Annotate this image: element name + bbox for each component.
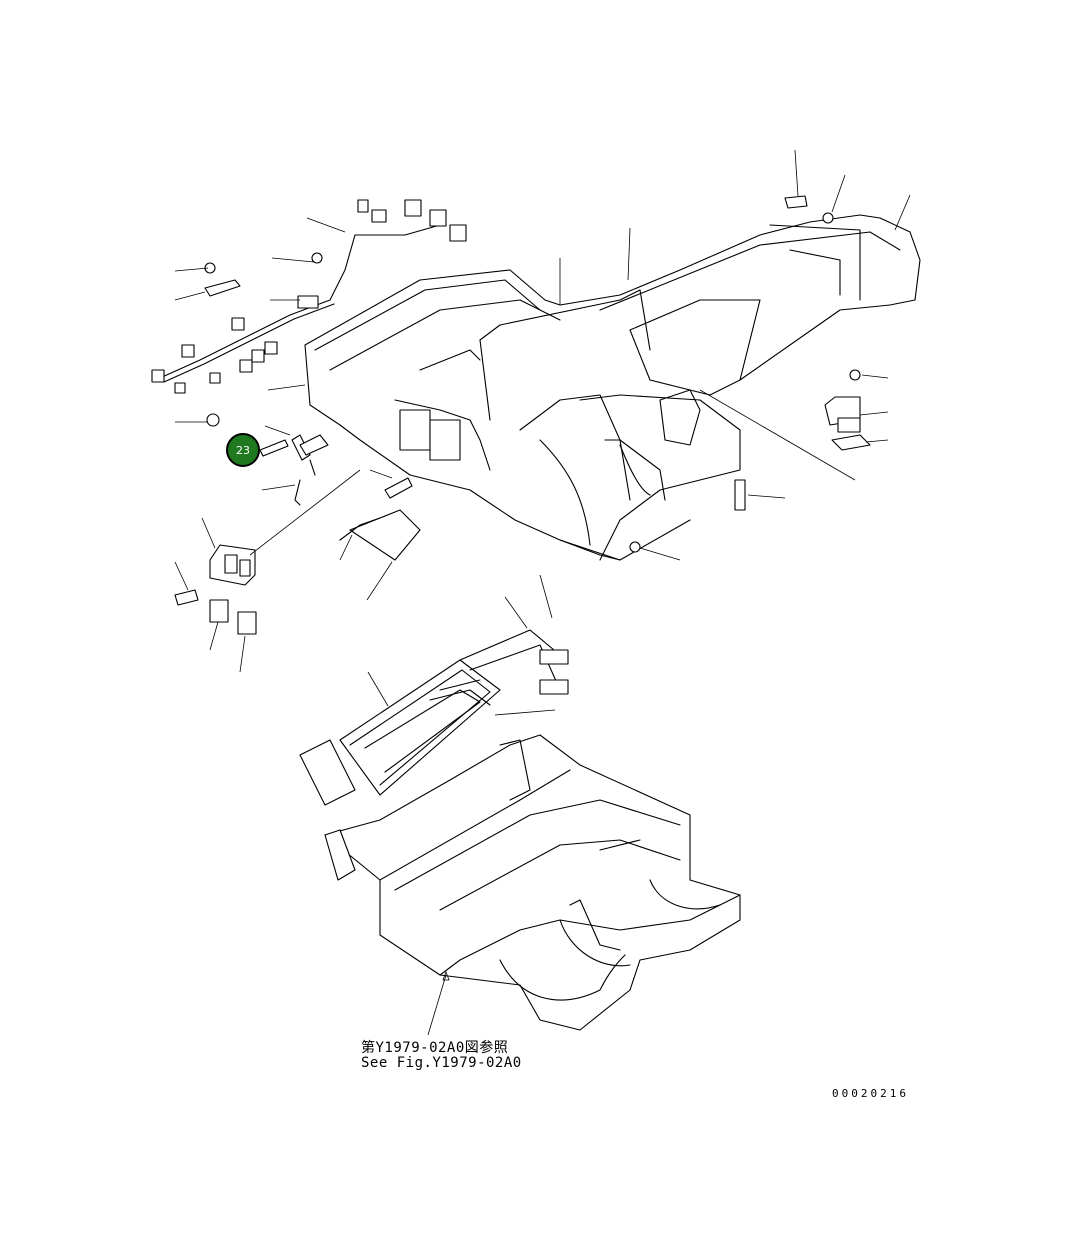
figure-reference-en: See Fig.Y1979-02A0 xyxy=(361,1055,522,1071)
heater-core xyxy=(299,629,569,806)
lower-case xyxy=(324,734,741,1031)
wiring-harness xyxy=(151,199,467,394)
blower-unit-assembly xyxy=(304,214,921,561)
relay-bracket xyxy=(174,544,257,635)
callout-badge-23[interactable]: 23 xyxy=(226,433,260,467)
drawing-code: 00020216 xyxy=(832,1087,909,1100)
right-small-parts xyxy=(204,195,871,553)
linkage-parts xyxy=(206,413,421,561)
leader-lines xyxy=(174,149,911,1036)
figure-reference-jp: 第Y1979-02A0図参照 xyxy=(361,1040,509,1056)
